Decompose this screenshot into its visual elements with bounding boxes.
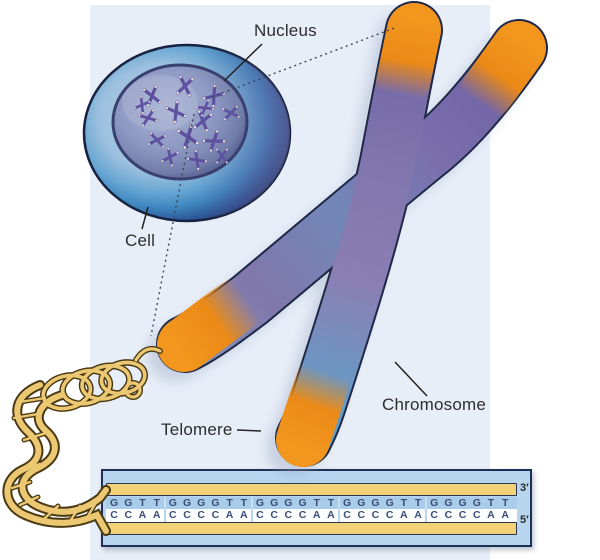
nucleus-pointer <box>223 43 263 82</box>
cell-pointer <box>141 206 149 230</box>
telomere-cap-bottom-middle <box>276 355 349 467</box>
nucleus-label: Nucleus <box>254 21 317 40</box>
chromosome-pointer <box>394 361 428 397</box>
telomere-cap-top-right <box>459 21 546 121</box>
chromosome <box>156 1 548 467</box>
cell <box>82 43 292 223</box>
telomere-label: Telomere <box>161 420 233 439</box>
five-prime-label: 5′ <box>520 513 529 526</box>
dna-helix <box>2 345 163 536</box>
cell-label: Cell <box>125 231 156 250</box>
ray-nucleus-to-bottom-telomere <box>150 113 195 337</box>
three-prime-label: 3′ <box>520 482 529 494</box>
helix-strands <box>4 347 162 534</box>
pointer-lines <box>141 43 428 432</box>
telomere-cap-top-left <box>376 3 441 109</box>
telomere-cap-bottom-left <box>157 279 263 372</box>
zoom-rays <box>150 26 398 337</box>
telomere-pointer <box>236 429 262 432</box>
chromosome-label: Chromosome <box>382 395 487 414</box>
